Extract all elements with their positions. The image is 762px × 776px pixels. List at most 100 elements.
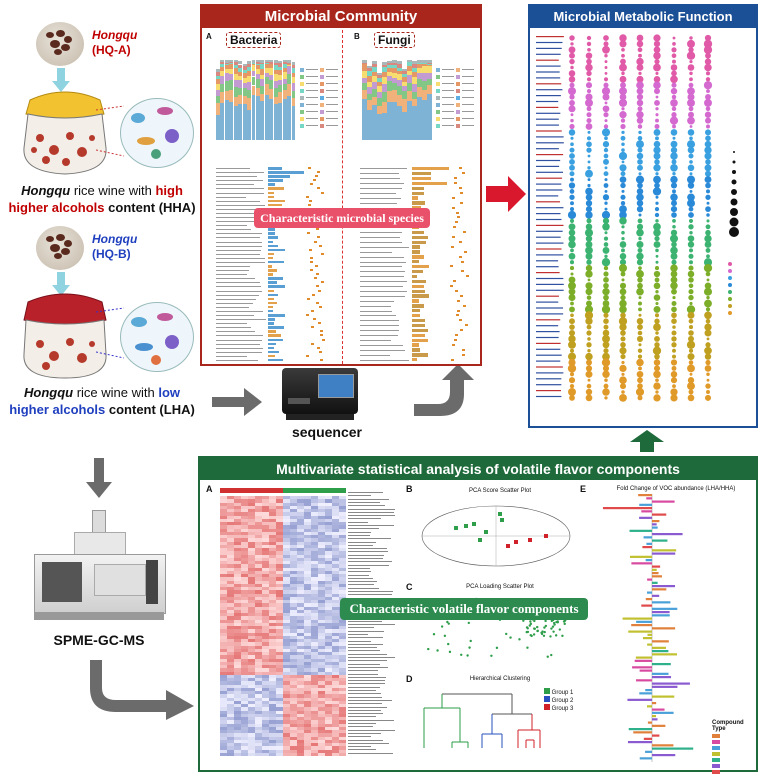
bubble	[636, 270, 644, 278]
heatmap-cell	[290, 739, 297, 744]
bubble-row-label	[536, 372, 564, 374]
stack-segment	[273, 65, 278, 71]
heatmap-cell	[325, 577, 332, 581]
heatmap-cell	[227, 590, 234, 594]
heatmap-cell	[304, 502, 311, 506]
heatmap-cell	[241, 619, 248, 623]
heatmap-cell	[276, 691, 283, 695]
bubble	[687, 241, 695, 248]
heatmap-cell	[304, 551, 311, 555]
heatmap-cell	[234, 619, 241, 623]
stack-segment	[427, 66, 432, 74]
heatmap-cell	[248, 736, 255, 740]
stack-segment	[407, 90, 412, 101]
heatmap-cell	[332, 704, 339, 708]
stack-segment	[273, 60, 278, 64]
bubble	[567, 352, 577, 361]
heatmap-cell	[304, 691, 311, 695]
heatmap-cell	[283, 502, 290, 506]
bubble	[570, 113, 574, 117]
heatmap-cell	[255, 587, 262, 591]
heatmap-cell	[269, 509, 276, 513]
heatmap-cell	[248, 739, 255, 744]
heatmap-cell	[332, 509, 339, 513]
bubble	[568, 358, 576, 367]
heatmap-cell	[234, 538, 241, 542]
heatmap-label-line	[348, 515, 395, 517]
heatmap-cell	[290, 749, 297, 753]
bubble	[601, 358, 611, 367]
heatmap-cell	[283, 629, 290, 633]
heatmap-cell	[290, 590, 297, 594]
stack-segment	[377, 78, 382, 82]
bubble	[703, 45, 713, 54]
heatmap-cell	[248, 551, 255, 555]
heatmap-cell	[332, 687, 339, 692]
heatmap-cell	[255, 593, 262, 597]
heatmap-cell	[255, 499, 262, 503]
bubble	[671, 112, 677, 118]
compound-type-swatch	[712, 746, 720, 750]
heatmap-cell	[283, 622, 290, 627]
heatmap-cell	[241, 535, 248, 539]
fold-change-bar	[652, 695, 675, 698]
function-legend-dot	[728, 269, 732, 273]
heatmap-label-line	[348, 620, 382, 622]
heatmap-cell	[269, 548, 276, 552]
heatmap-cell	[339, 687, 346, 692]
fold-change-bar	[652, 523, 657, 526]
heatmap-cell	[227, 557, 234, 562]
stack-segment	[264, 95, 269, 140]
heatmap-cell	[304, 717, 311, 721]
fold-change-bar	[627, 741, 652, 744]
heatmap-cell	[262, 587, 269, 591]
bubble	[619, 93, 627, 101]
species-label-line	[360, 276, 404, 278]
heatmap-group-bar	[332, 488, 339, 493]
heatmap-cell	[325, 645, 332, 649]
heatmap-cell	[227, 587, 234, 591]
heatmap-cell	[290, 736, 297, 740]
bubble-row-label	[536, 201, 561, 203]
bubble	[603, 147, 609, 153]
heatmap-cell	[227, 687, 234, 692]
pca-loading-point	[526, 630, 530, 634]
heatmap-cell	[241, 593, 248, 597]
bubble	[637, 395, 643, 401]
bubble	[672, 172, 676, 176]
heatmap-cell	[304, 499, 311, 503]
heatmap-cell	[276, 522, 283, 526]
bubble	[704, 170, 712, 177]
bubble	[587, 47, 591, 52]
heatmap-cell	[332, 626, 339, 630]
fold-change-bar	[602, 507, 652, 510]
heatmap-cell	[290, 609, 297, 614]
stack-segment	[282, 99, 287, 140]
heatmap-cell	[269, 561, 276, 565]
bubble	[638, 301, 642, 306]
heatmap-cell	[297, 681, 304, 685]
heatmap-cell	[297, 587, 304, 591]
bubble	[637, 47, 643, 53]
stack-segment	[367, 70, 372, 77]
species-bar	[412, 191, 425, 195]
heatmap-cell	[255, 674, 262, 679]
species-label-line	[216, 351, 263, 353]
heatmap-cell	[318, 739, 325, 744]
ci-dot	[319, 334, 323, 337]
heatmap-label-line	[348, 571, 371, 573]
heatmap-label-line	[348, 650, 380, 652]
heatmap-cell	[297, 661, 304, 666]
heatmap-cell	[241, 548, 248, 552]
bubble	[689, 372, 693, 376]
stack-segment	[377, 105, 382, 115]
heatmap-cell	[269, 733, 276, 737]
species-bar	[268, 260, 285, 264]
heatmap-cell	[234, 713, 241, 718]
size-legend-dot	[732, 160, 736, 164]
size-legend-dot	[730, 208, 738, 216]
function-legend-dot	[728, 304, 732, 308]
heatmap-label-line	[348, 723, 377, 724]
bubble	[704, 323, 712, 331]
bubble	[654, 342, 660, 348]
